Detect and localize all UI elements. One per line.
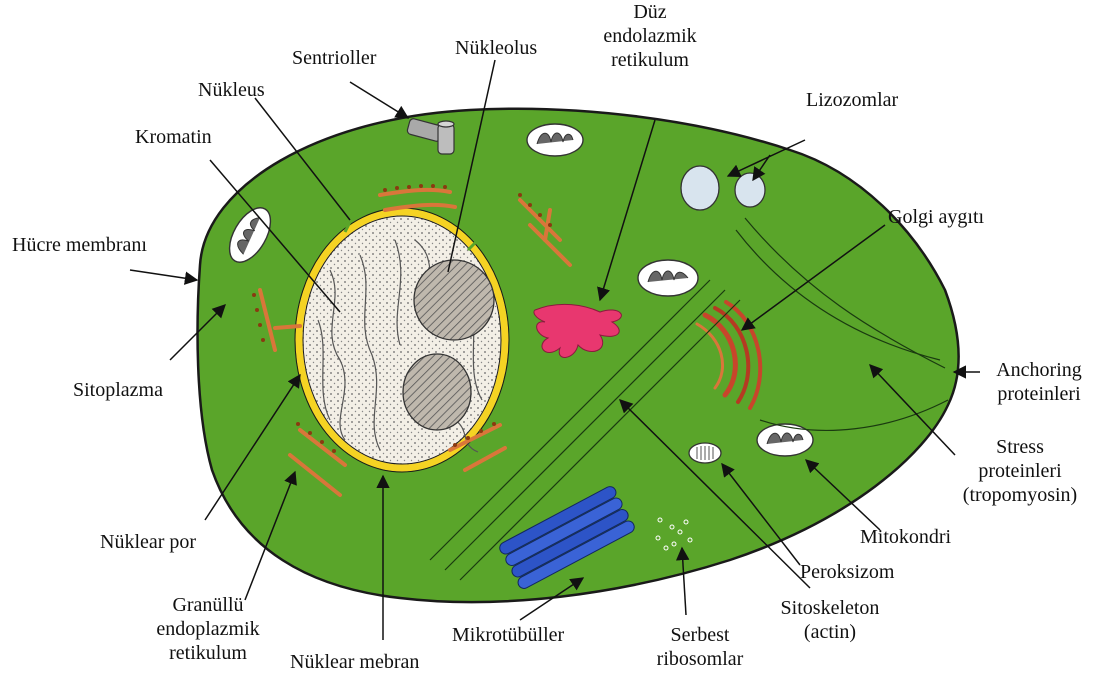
label-sitoplazma: Sitoplazma (73, 378, 163, 402)
label-stress-line2: proteinleri (940, 459, 1100, 483)
label-anchoring-line2: proteinleri (980, 382, 1098, 406)
label-duz-er-line1: Düz (585, 0, 715, 24)
nucleolus (414, 260, 494, 340)
label-stress-line3: (tropomyosin) (940, 483, 1100, 507)
label-duz-er-line2: endolazmik (585, 24, 715, 48)
nucleolus-2 (403, 354, 471, 430)
label-sentrioller: Sentrioller (292, 46, 376, 70)
label-sitoskeleton-line2: (actin) (760, 620, 900, 644)
label-nukleolus: Nükleolus (455, 36, 537, 60)
label-nuklear-por: Nüklear por (100, 530, 196, 554)
label-granullu-line3: retikulum (138, 641, 278, 665)
label-peroksizom: Peroksizom (800, 560, 894, 584)
label-anchoring-line1: Anchoring (980, 358, 1098, 382)
label-sitoskeleton: Sitoskeleton (actin) (760, 596, 900, 644)
label-stress: Stress proteinleri (tropomyosin) (940, 435, 1100, 507)
label-mitokondri: Mitokondri (860, 525, 951, 549)
peroxisome (689, 443, 721, 463)
label-duz-er-line3: retikulum (585, 48, 715, 72)
label-golgi: Golgi aygıtı (888, 205, 984, 229)
label-sitoskeleton-line1: Sitoskeleton (760, 596, 900, 620)
label-serbest-line2: ribosomlar (640, 647, 760, 671)
label-granullu-line1: Granüllü (138, 593, 278, 617)
label-lizozomlar: Lizozomlar (806, 88, 898, 112)
label-serbest-line1: Serbest (640, 623, 760, 647)
label-hucre-membrani: Hücre membranı (12, 233, 147, 257)
label-granullu-line2: endoplazmik (138, 617, 278, 641)
label-mikrotubuller: Mikrotübüller (452, 623, 564, 647)
label-duz-er: Düz endolazmik retikulum (585, 0, 715, 72)
label-stress-line1: Stress (940, 435, 1100, 459)
label-granullu-er: Granüllü endoplazmik retikulum (138, 593, 278, 665)
label-nukleus: Nükleus (198, 78, 265, 102)
label-serbest-ribosomlar: Serbest ribosomlar (640, 623, 760, 671)
label-kromatin: Kromatin (135, 125, 212, 149)
label-anchoring: Anchoring proteinleri (980, 358, 1098, 406)
label-nuklear-mebran: Nüklear mebran (290, 650, 419, 674)
